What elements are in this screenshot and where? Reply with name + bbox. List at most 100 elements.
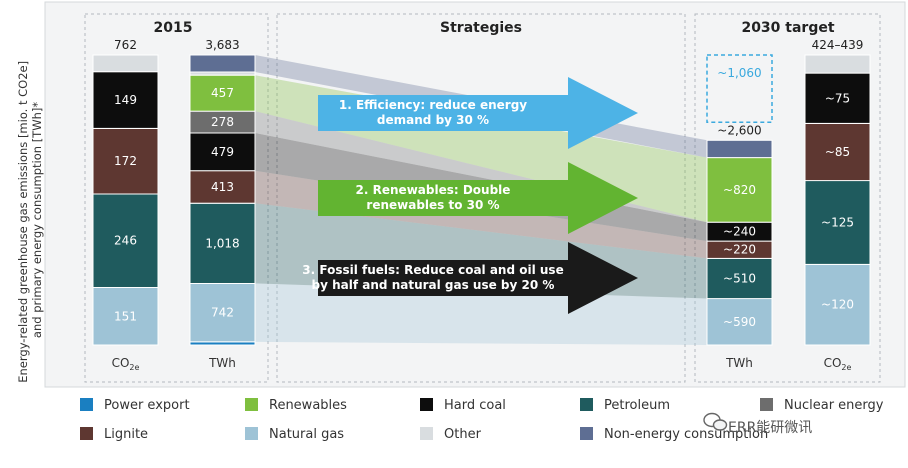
legend-swatch-hard-coal (420, 398, 433, 411)
total-label-twh_2015: 3,683 (205, 38, 239, 52)
bar-segment-twh_2030-natural-gas (706, 298, 773, 346)
legend-label-non-energy-consumption: Non-energy consumption (604, 427, 768, 442)
segment-label-co2_2030-natural-gas: ~120 (821, 298, 854, 312)
strategy-arrow-shape-fossil (318, 242, 638, 314)
panel-box-strategies (276, 13, 686, 383)
wechat-icon (703, 412, 728, 431)
legend-swatch-lignite (80, 427, 93, 440)
segment-label-twh_2030-petroleum: ~510 (723, 272, 756, 286)
segment-label-twh_2030-lignite: ~220 (723, 243, 756, 257)
segment-label-twh_2015-petroleum: 1,018 (205, 236, 239, 250)
segment-label-twh_2015-hard-coal: 479 (211, 145, 234, 159)
watermark-text: ERR能研微讯 (728, 420, 812, 436)
strategy-text-fossil: 3. Fossil fuels: Reduce coal and oil use… (302, 263, 563, 292)
strategy-arrow-shape-efficiency (318, 77, 638, 149)
reduction-box (706, 54, 773, 124)
legend-item-power-export: Power export (80, 398, 190, 413)
segment-label-twh_2015-lignite: 413 (211, 180, 234, 194)
category-label-twh_2015: TWh (208, 356, 236, 370)
legend-swatch-power-export (80, 398, 93, 411)
watermark: ERR能研微讯 (703, 412, 812, 436)
panel-box-2015 (84, 13, 269, 383)
legend-label-natural-gas: Natural gas (269, 427, 344, 442)
legend-item-natural-gas: Natural gas (245, 427, 344, 442)
bar-segment-twh_2015-power-export (189, 341, 256, 346)
total-label-co2_2030: 424–439 (812, 38, 864, 52)
legend-swatch-other (420, 427, 433, 440)
bar-segment-twh_2015-non-energy-consumption (189, 54, 256, 73)
bars: 151246172149762CO2e7421,0184134792784573… (92, 38, 871, 372)
legend-label-power-export: Power export (104, 398, 190, 413)
bar-segment-twh_2015-petroleum (189, 202, 256, 284)
bar-segment-twh_2030-non-energy-consumption (706, 139, 773, 159)
legend-swatch-natural-gas (245, 427, 258, 440)
segment-label-co2_2015-lignite: 172 (114, 154, 137, 168)
segment-label-co2_2015-petroleum: 246 (114, 234, 137, 248)
bar-segment-co2_2030-other (804, 54, 871, 74)
bar-segment-twh_2015-hard-coal (189, 132, 256, 172)
legend-label-petroleum: Petroleum (604, 398, 670, 413)
legend-item-petroleum: Petroleum (580, 398, 670, 413)
legend-label-lignite: Lignite (104, 427, 148, 442)
segment-label-twh_2030-renewables: ~820 (723, 183, 756, 197)
legend-label-nuclear-energy: Nuclear energy (784, 398, 884, 413)
legend-item-hard-coal: Hard coal (420, 398, 506, 413)
segment-label-twh_2030-natural-gas: ~590 (723, 315, 756, 329)
segment-label-twh_2015-natural-gas: 742 (211, 306, 234, 320)
bar-segment-twh_2015-natural-gas (189, 282, 256, 343)
legend-label-renewables: Renewables (269, 398, 347, 413)
bar-segment-twh_2030-petroleum (706, 257, 773, 300)
bar-segment-co2_2015-natural-gas (92, 287, 159, 346)
bar-segment-co2_2015-petroleum (92, 193, 159, 288)
segment-label-co2_2030-hard-coal: ~75 (825, 91, 850, 105)
panel-title-2030: 2030 target (741, 20, 834, 36)
legend-item-renewables: Renewables (245, 398, 347, 413)
legend-swatch-petroleum (580, 398, 593, 411)
segment-label-twh_2030-hard-coal: ~240 (723, 225, 756, 239)
legend-item-lignite: Lignite (80, 427, 148, 442)
legend-label-hard-coal: Hard coal (444, 398, 506, 413)
legend-item-non-energy-consumption: Non-energy consumption (580, 427, 768, 442)
legend-item-nuclear-energy: Nuclear energy (760, 398, 884, 413)
segment-label-twh_2015-nuclear-energy: 278 (211, 115, 234, 129)
panel-box-2030 (694, 13, 881, 383)
legend-swatch-non-energy-consumption (580, 427, 593, 440)
strategy-arrow-fossil: 3. Fossil fuels: Reduce coal and oil use… (302, 242, 638, 314)
segment-label-twh_2015-renewables: 457 (211, 86, 234, 100)
y-axis-label: Energy-related greenhouse gas emissions … (16, 57, 44, 383)
segment-label-co2_2030-lignite: ~85 (825, 145, 850, 159)
legend-item-other: Other (420, 427, 482, 442)
bar-segment-twh_2030-renewables (706, 157, 773, 223)
legend-swatch-renewables (245, 398, 258, 411)
segment-label-co2_2030-petroleum: ~125 (821, 216, 854, 230)
segment-label-co2_2015-natural-gas: 151 (114, 309, 137, 323)
bar-segment-co2_2015-other (92, 54, 159, 73)
bar-segment-co2_2030-petroleum (804, 180, 871, 265)
panel-title-strategies: Strategies (440, 20, 522, 36)
bar-segment-co2_2030-natural-gas (804, 263, 871, 346)
reduction-label: ~1,060 (717, 66, 761, 80)
legend: Power export Renewables Hard coal Petroleum… (80, 398, 884, 442)
legend-label-other: Other (444, 427, 482, 442)
segment-label-co2_2015-hard-coal: 149 (114, 93, 137, 107)
total-label-twh_2030: ~2,600 (717, 123, 761, 137)
strategy-arrow-shape-renewables (318, 162, 638, 234)
bar-segment-co2_2015-lignite (92, 128, 159, 195)
legend-swatch-nuclear-energy (760, 398, 773, 411)
bar-segment-twh_2015-renewables (189, 74, 256, 112)
category-label-twh_2030: TWh (725, 356, 753, 370)
panel-title-2015: 2015 (154, 20, 193, 36)
total-label-co2_2015: 762 (114, 38, 137, 52)
bar-segment-co2_2015-hard-coal (92, 71, 159, 129)
